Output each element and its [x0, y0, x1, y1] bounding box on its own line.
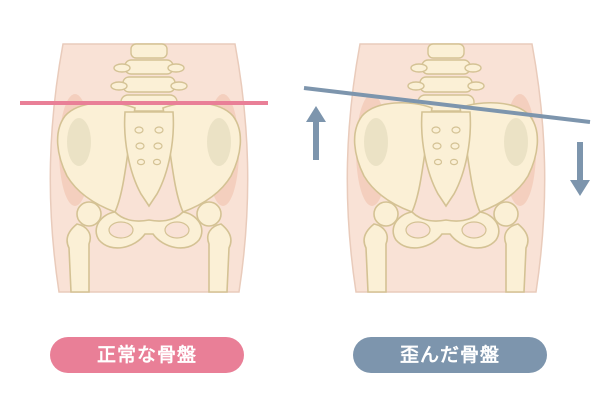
tilted-pelvis-figure — [346, 43, 546, 293]
arrow-down-icon — [570, 142, 590, 196]
normal-pelvis-figure — [49, 43, 249, 293]
tilted-level-line — [303, 86, 591, 124]
tilted-pelvis-label: 歪んだ骨盤 — [353, 337, 547, 373]
arrow-up-icon — [306, 106, 326, 160]
normal-pelvis-label: 正常な骨盤 — [50, 337, 244, 373]
